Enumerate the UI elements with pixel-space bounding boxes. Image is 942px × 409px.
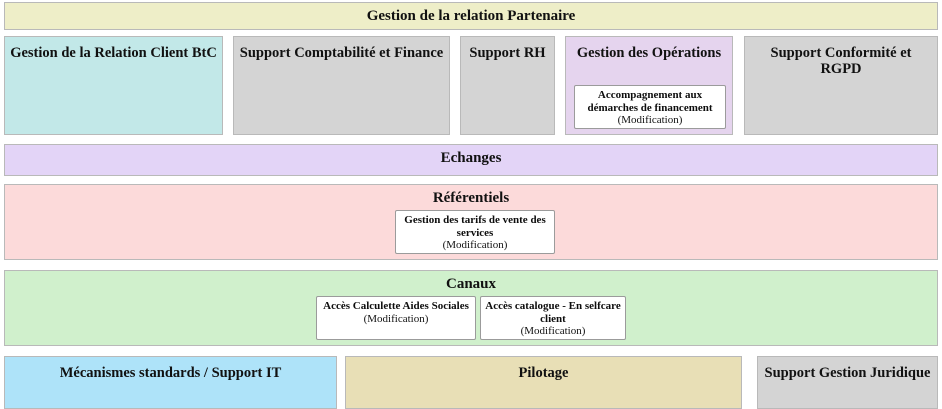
section-referentiels-label: Référentiels — [432, 190, 510, 206]
domain-box-label: Support RH — [469, 45, 546, 61]
domain-box-gestion-des-operations[interactable]: Gestion des Opérations Accompagnement au… — [565, 36, 733, 135]
leaf-card-label: Gestion des tarifs de vente des services — [404, 214, 546, 239]
header-banner-gestion-relation-partenaire[interactable]: Gestion de la relation Partenaire — [4, 2, 938, 30]
leaf-card-acces-catalogue-selfcare-client[interactable]: Accès catalogue - En selfcare client (Mo… — [480, 296, 626, 340]
section-echanges-label: Echanges — [440, 150, 502, 166]
leaf-card-status: (Modification) — [442, 239, 508, 252]
domain-box-gestion-relation-client-btc[interactable]: Gestion de la Relation Client BtC — [4, 36, 223, 135]
leaf-card-acces-calculette-aides-sociales[interactable]: Accès Calculette Aides Sociales (Modific… — [316, 296, 476, 340]
domain-box-label: Support Comptabilité et Finance — [239, 45, 444, 61]
footer-box-pilotage[interactable]: Pilotage — [345, 356, 742, 409]
domain-box-label: Gestion de la Relation Client BtC — [10, 45, 217, 61]
leaf-card-label: Accès catalogue - En selfcare client — [485, 300, 621, 325]
footer-box-label: Support Gestion Juridique — [764, 365, 931, 381]
domain-box-label: Support Conformité et RGPD — [770, 45, 912, 78]
footer-box-support-gestion-juridique[interactable]: Support Gestion Juridique — [757, 356, 938, 409]
leaf-card-gestion-tarifs-vente-services[interactable]: Gestion des tarifs de vente des services… — [395, 210, 555, 254]
section-canaux[interactable]: Canaux Accès Calculette Aides Sociales (… — [4, 270, 938, 346]
section-canaux-label: Canaux — [445, 276, 497, 292]
leaf-card-label: Accompagnement aux démarches de financem… — [587, 89, 713, 114]
leaf-card-status: (Modification) — [617, 114, 683, 127]
domain-box-label: Gestion des Opérations — [576, 45, 722, 61]
footer-box-label: Pilotage — [518, 365, 569, 381]
section-referentiels[interactable]: Référentiels Gestion des tarifs de vente… — [4, 184, 938, 260]
domain-box-support-conformite-rgpd[interactable]: Support Conformité et RGPD — [744, 36, 938, 135]
footer-box-label: Mécanismes standards / Support IT — [59, 365, 282, 381]
domain-box-support-rh[interactable]: Support RH — [460, 36, 555, 135]
domain-box-support-comptabilite-finance[interactable]: Support Comptabilité et Finance — [233, 36, 450, 135]
leaf-card-label: Accès Calculette Aides Sociales — [323, 300, 469, 312]
section-echanges[interactable]: Echanges — [4, 144, 938, 176]
leaf-card-status: (Modification) — [520, 325, 586, 338]
leaf-card-accompagnement-demarches-financement[interactable]: Accompagnement aux démarches de financem… — [574, 85, 726, 129]
leaf-card-status: (Modification) — [363, 312, 429, 325]
footer-box-mecanismes-standards-support-it[interactable]: Mécanismes standards / Support IT — [4, 356, 337, 409]
header-banner-label: Gestion de la relation Partenaire — [366, 8, 576, 24]
